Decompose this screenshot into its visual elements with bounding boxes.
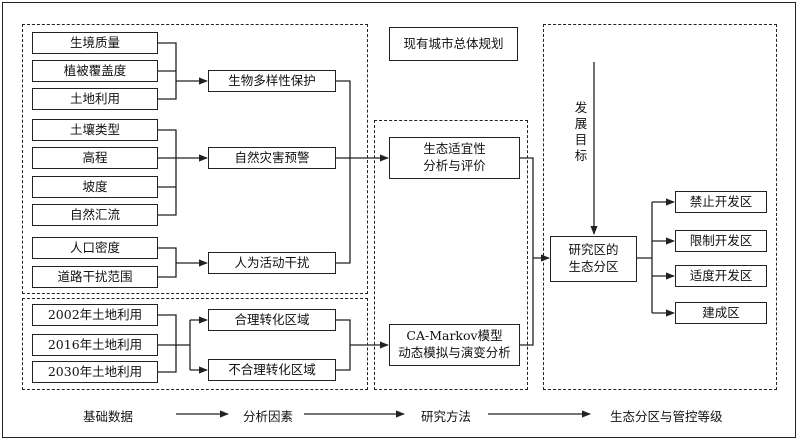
factor-reasonable-conversion: 合理转化区域 [208, 309, 336, 331]
outer-frame [2, 2, 796, 438]
indicator-natural-runoff: 自然汇流 [32, 204, 158, 226]
development-goal-label: 发 展 目 标 [574, 100, 588, 163]
landuse-2030: 2030年土地利用 [32, 361, 158, 383]
flow-zoning-control: 生态分区与管控等级 [610, 409, 723, 424]
flow-analysis-factors: 分析因素 [243, 409, 294, 424]
indicator-vegetation-coverage: 植被覆盖度 [32, 60, 158, 82]
group-zoning [543, 24, 777, 390]
factor-unreasonable-conversion: 不合理转化区域 [208, 359, 336, 381]
indicator-habitat-quality: 生境质量 [32, 32, 158, 54]
zone-moderate: 适度开发区 [675, 265, 767, 287]
zone-restricted: 限制开发区 [675, 230, 767, 252]
flow-basic-data: 基础数据 [83, 409, 134, 424]
factor-human-disturbance: 人为活动干扰 [208, 252, 336, 274]
method-suitability: 生态适宜性 分析与评价 [389, 137, 520, 179]
factor-biodiversity: 生物多样性保护 [208, 70, 336, 92]
indicator-slope: 坡度 [32, 176, 158, 198]
factor-disaster-warning: 自然灾害预警 [208, 147, 336, 169]
indicator-soil-type: 土壤类型 [32, 119, 158, 141]
zone-built-up: 建成区 [675, 302, 767, 324]
indicator-population-density: 人口密度 [32, 237, 158, 259]
indicator-land-use: 土地利用 [32, 88, 158, 110]
landuse-2002: 2002年土地利用 [32, 304, 158, 326]
zone-prohibited: 禁止开发区 [675, 191, 767, 213]
group-landuse [22, 298, 368, 390]
indicator-elevation: 高程 [32, 147, 158, 169]
method-ca-markov: CA-Markov模型 动态模拟与演变分析 [389, 324, 520, 366]
study-area-zoning-box: 研究区的 生态分区 [550, 236, 637, 282]
flow-research-method: 研究方法 [421, 409, 472, 424]
indicator-road-disturbance: 道路干扰范围 [32, 266, 158, 288]
group-methods [374, 120, 528, 390]
landuse-2016: 2016年土地利用 [32, 334, 158, 356]
master-plan-box: 现有城市总体规划 [389, 27, 518, 61]
group-indicators [22, 24, 368, 294]
